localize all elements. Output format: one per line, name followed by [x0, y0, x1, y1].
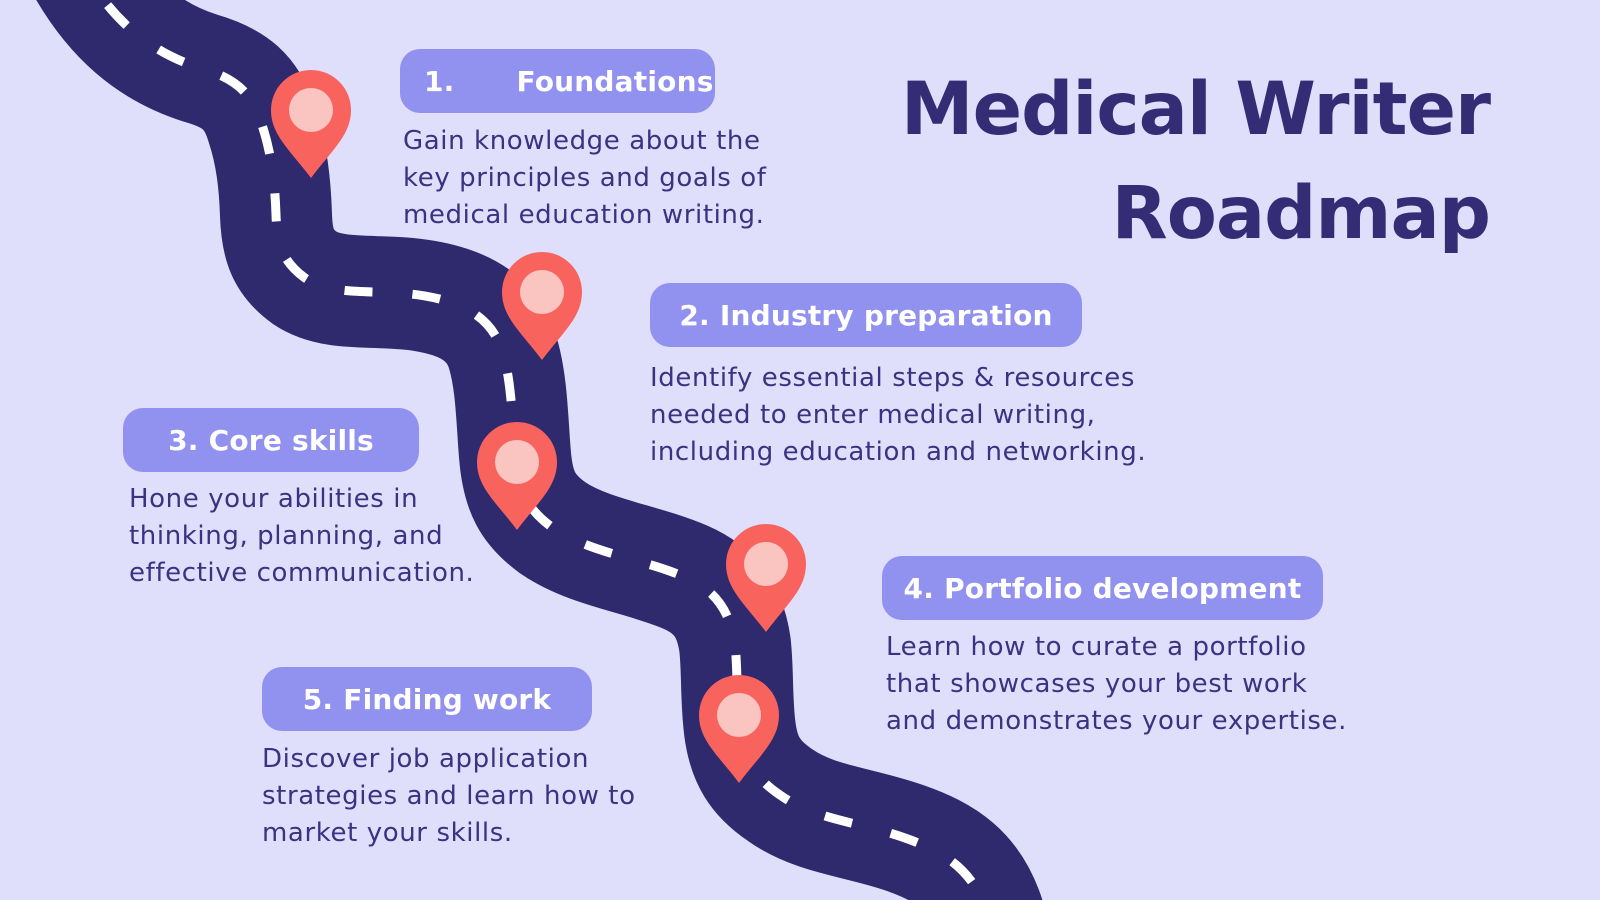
location-pin-icon-1	[271, 70, 351, 178]
step-5-finding-work: 5. Finding work Discover job application…	[262, 667, 682, 852]
step-2-industry-preparation: 2. Industry preparation Identify essenti…	[650, 283, 1170, 471]
step-5-number: 5.	[302, 682, 334, 716]
page-title-line1: Medical Writer	[900, 67, 1491, 152]
step-1-description: Gain knowledge about the key principles …	[403, 126, 767, 230]
step-3-badge: 3. Core skills	[123, 408, 419, 472]
step-2-title: Industry preparation	[719, 298, 1053, 332]
step-3-description: Hone your abilities in thinking, plannin…	[129, 484, 475, 588]
step-5-badge: 5. Finding work	[262, 667, 592, 731]
step-5-description: Discover job application strategies and …	[262, 744, 636, 848]
step-2-number: 2.	[679, 298, 710, 332]
step-1-title: Foundations	[516, 64, 714, 98]
step-3-number: 3.	[168, 423, 199, 457]
step-4-portfolio-development: 4. Portfolio development Learn how to cu…	[882, 556, 1376, 740]
page-title: Medical Writer Roadmap	[900, 58, 1491, 265]
step-1-badge: 1. Foundations	[400, 49, 715, 113]
location-pin-icon-2	[502, 252, 582, 360]
step-1-number: 1.	[424, 64, 455, 98]
step-4-badge: 4. Portfolio development	[882, 556, 1323, 620]
location-pin-icon-4	[726, 524, 806, 632]
step-2-description: Identify essential steps & resources nee…	[650, 363, 1147, 467]
page-title-line2: Roadmap	[1111, 170, 1491, 256]
step-3-core-skills: 3. Core skills Hone your abilities in th…	[123, 408, 509, 592]
step-2-badge: 2. Industry preparation	[650, 283, 1082, 347]
location-pin-icon-3	[477, 422, 557, 530]
step-3-title: Core skills	[208, 423, 374, 457]
step-1-foundations: 1. Foundations Gain knowledge about the …	[400, 49, 823, 234]
step-4-number: 4.	[903, 571, 935, 605]
step-5-title: Finding work	[343, 682, 552, 716]
step-4-description: Learn how to curate a portfolio that sho…	[886, 632, 1348, 736]
location-pin-icon-5	[699, 675, 779, 783]
step-4-title: Portfolio development	[944, 571, 1302, 605]
